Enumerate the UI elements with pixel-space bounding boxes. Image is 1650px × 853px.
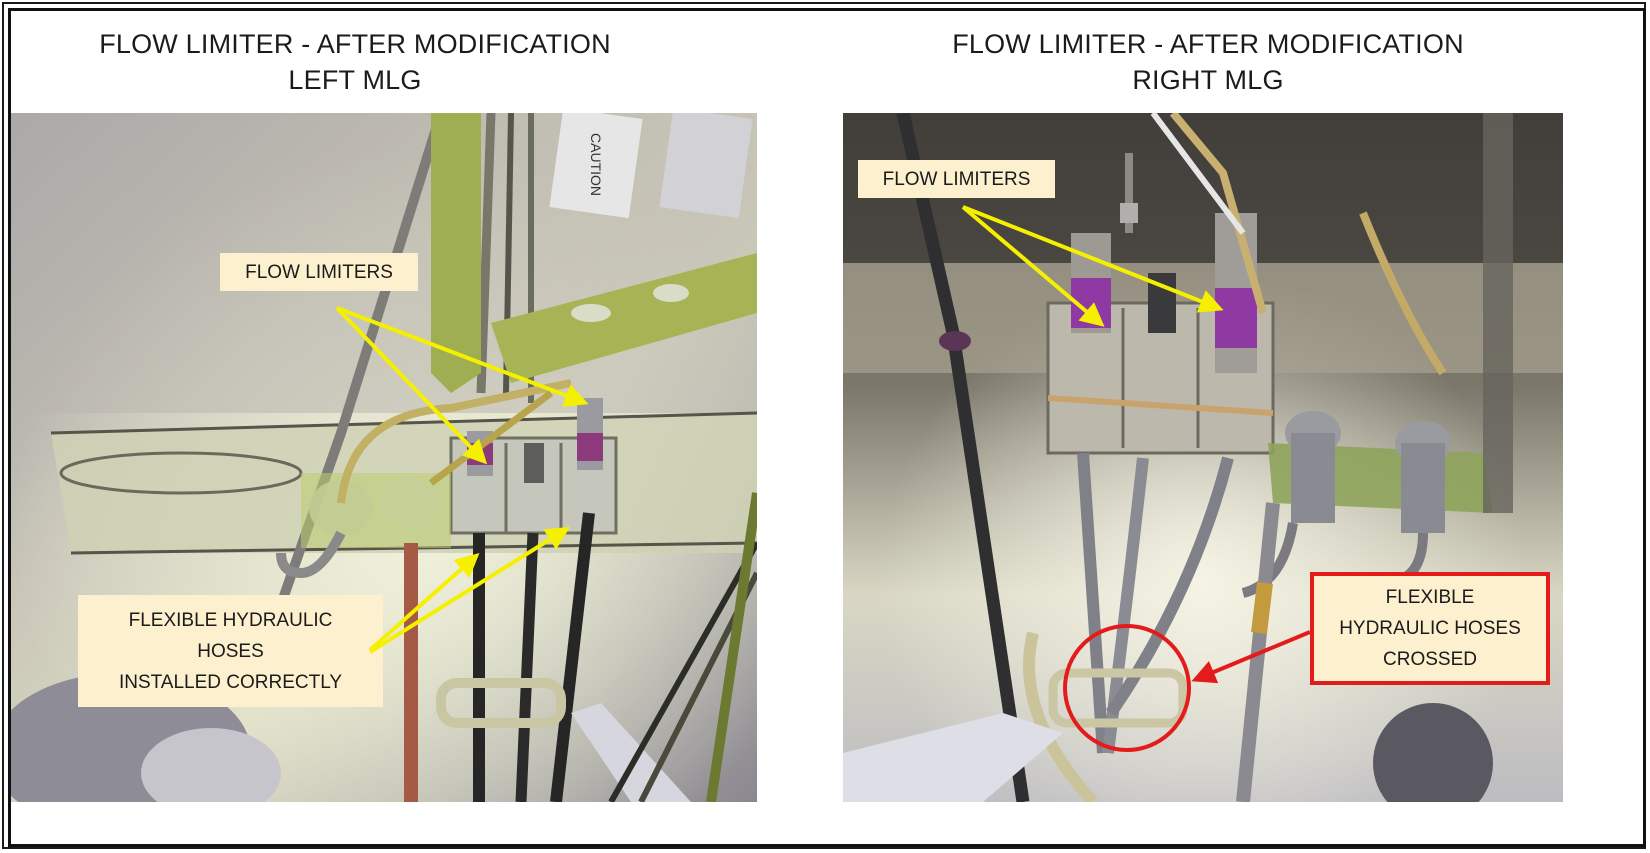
right-flow-limiters-callout: FLOW LIMITERS [858,160,1055,198]
left-title-line1: FLOW LIMITER - AFTER MODIFICATION [99,29,611,59]
left-title-line2: LEFT MLG [288,65,422,95]
callout-line: CROSSED [1383,649,1477,670]
caution-sticker-text: CAUTION [588,133,604,196]
left-panel-title: FLOW LIMITER - AFTER MODIFICATION LEFT M… [40,26,670,98]
callout-line: FLOW LIMITERS [882,168,1031,190]
callout-line: FLOW LIMITERS [245,261,393,283]
right-hoses-crossed-callout: FLEXIBLE HYDRAULIC HOSES CROSSED [1310,572,1550,685]
callout-line: INSTALLED CORRECTLY [118,671,343,693]
right-title-line1: FLOW LIMITER - AFTER MODIFICATION [952,29,1464,59]
left-flow-limiters-callout: FLOW LIMITERS [220,253,418,291]
right-panel-title: FLOW LIMITER - AFTER MODIFICATION RIGHT … [893,26,1523,98]
callout-line: FLEXIBLE [1385,587,1475,608]
callout-line: HOSES [197,640,264,662]
callout-line: FLEXIBLE HYDRAULIC [128,609,333,631]
left-hoses-correct-callout: FLEXIBLE HYDRAULIC HOSES INSTALLED CORRE… [78,595,383,707]
callout-line: HYDRAULIC HOSES [1339,618,1521,639]
right-mlg-photo [843,113,1563,802]
right-photo-illustration [843,113,1563,802]
right-title-line2: RIGHT MLG [1132,65,1284,95]
